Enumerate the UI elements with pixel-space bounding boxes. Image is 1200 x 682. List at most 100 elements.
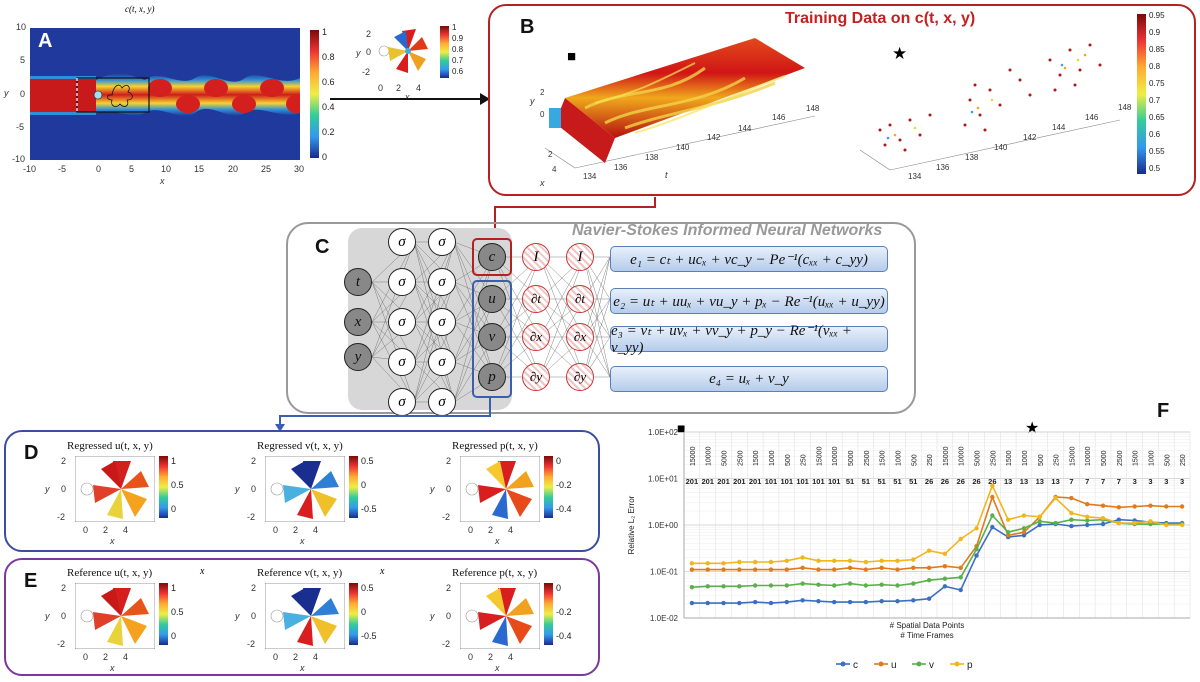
field-plot-title: Regressed u(t, x, y) bbox=[67, 440, 153, 452]
field-plot-ytick: -2 bbox=[442, 639, 451, 649]
data-point-p bbox=[1179, 522, 1185, 528]
f-square-marker-icon: ■ bbox=[677, 420, 686, 436]
wake-vortices bbox=[96, 73, 300, 116]
data-point-v bbox=[942, 576, 948, 581]
hidden-node: σ bbox=[428, 348, 456, 376]
b-cbar-tick: 0.5 bbox=[1149, 164, 1161, 173]
chart-spatial-label: 5000 bbox=[1101, 450, 1108, 466]
data-point-c bbox=[990, 524, 995, 530]
b-ttick: 146 bbox=[1085, 113, 1099, 122]
field-plot-ylabel: y bbox=[430, 484, 435, 494]
data-point-c bbox=[768, 600, 774, 606]
data-point-u bbox=[800, 565, 805, 571]
field-plot-ytick: 2 bbox=[251, 456, 257, 466]
field-plot-xtick: 0 bbox=[468, 652, 474, 662]
b-ttick: 136 bbox=[936, 163, 950, 172]
data-point-u bbox=[879, 565, 884, 571]
data-point-c bbox=[974, 553, 979, 558]
dy-op-node: ∂y bbox=[566, 363, 594, 391]
b-ttick: 136 bbox=[614, 163, 628, 172]
chart-spatial-label: 250 bbox=[1054, 454, 1061, 466]
field-petal bbox=[121, 598, 149, 616]
a-xlabel: x bbox=[160, 176, 165, 186]
data-point-u bbox=[1069, 495, 1074, 501]
chart-time-label: 201 bbox=[701, 477, 714, 486]
data-point-u bbox=[768, 567, 774, 572]
stray-x-label: x bbox=[380, 566, 385, 577]
chart-time-label: 101 bbox=[765, 477, 778, 486]
chart-ylabel: Relative L₂ Error bbox=[627, 495, 636, 554]
data-point-v bbox=[800, 581, 805, 586]
data-point-v bbox=[847, 581, 853, 586]
chart-spatial-label: 1000 bbox=[1022, 450, 1029, 466]
field-plot-xtick: 0 bbox=[468, 525, 474, 535]
chart-time-label: 3 bbox=[1164, 477, 1168, 486]
field-plot-ytick: 0 bbox=[251, 611, 257, 621]
b-tlabel: t bbox=[665, 170, 668, 180]
equation-e3: e₃ = vₜ + uvₓ + vv_y + p_y − Re⁻¹(vₓₓ + … bbox=[610, 323, 888, 356]
data-point-p bbox=[768, 559, 774, 565]
data-point-u bbox=[942, 564, 948, 569]
field-plot-cbar-tick: 0.5 bbox=[171, 607, 184, 617]
field-plot-xtick: 2 bbox=[293, 652, 299, 662]
field-petal bbox=[478, 612, 506, 630]
data-point-p bbox=[1116, 520, 1122, 526]
data-point-v bbox=[1069, 517, 1074, 522]
chart-time-label: 7 bbox=[1069, 477, 1073, 486]
field-plot-cbar-tick: 0 bbox=[556, 583, 562, 593]
inset-ytick: 2 bbox=[366, 29, 372, 39]
field-petal bbox=[101, 588, 121, 616]
output-c-box bbox=[472, 238, 512, 276]
a-cbar-tick: 0.8 bbox=[322, 52, 335, 62]
a-ytick: 5 bbox=[20, 55, 26, 65]
field-plot-xtick: 4 bbox=[508, 525, 514, 535]
field-plot-xlabel: x bbox=[495, 536, 500, 546]
data-point-v bbox=[784, 583, 789, 588]
field-plot-xtick: 4 bbox=[123, 652, 129, 662]
data-point-p bbox=[847, 558, 853, 563]
inset-ytick: -2 bbox=[362, 67, 371, 77]
input-node-t: t bbox=[344, 268, 372, 296]
field-plot-cbar-tick: -0.4 bbox=[556, 504, 572, 514]
data-point-u bbox=[832, 567, 837, 572]
field-plot-flower bbox=[265, 583, 345, 649]
chart-spatial-label: 10000 bbox=[832, 446, 839, 466]
chart-time-label: 7 bbox=[1085, 477, 1089, 486]
chart-time-label: 3 bbox=[1148, 477, 1152, 486]
inset-xtick: 4 bbox=[416, 83, 422, 93]
legend-marker-v bbox=[916, 661, 922, 667]
chart-spatial-label: 500 bbox=[1164, 454, 1171, 466]
chart-time-label: 101 bbox=[796, 477, 809, 486]
legend-label-c: c bbox=[853, 660, 858, 671]
data-point-c bbox=[942, 584, 948, 589]
field-plot-cbar-tick: 0.5 bbox=[361, 456, 374, 466]
chart-spatial-label: 1500 bbox=[753, 450, 760, 466]
field-plot-ytick: 0 bbox=[446, 611, 452, 621]
input-node-y: y bbox=[344, 343, 372, 371]
field-plot-flower bbox=[75, 583, 155, 649]
inset-ytick: 0 bbox=[366, 47, 372, 57]
dx-op-node: ∂x bbox=[522, 323, 550, 351]
data-point-c bbox=[737, 600, 742, 606]
chart-spatial-label: 1500 bbox=[880, 450, 887, 466]
field-plot-ytick: 0 bbox=[61, 484, 67, 494]
data-point-v bbox=[689, 584, 695, 590]
output-node-p: p bbox=[478, 363, 506, 391]
hidden-node: σ bbox=[428, 308, 456, 336]
data-point-v bbox=[1037, 519, 1042, 524]
b-ytick: 0 bbox=[540, 110, 545, 119]
data-point-v bbox=[1021, 526, 1027, 531]
data-point-p bbox=[1021, 513, 1027, 518]
dt-op-node: ∂t bbox=[522, 285, 550, 313]
chart-spatial-label: 5000 bbox=[848, 450, 855, 466]
field-plot-ytick: -2 bbox=[247, 639, 256, 649]
chart-spatial-label: 10000 bbox=[706, 446, 713, 466]
field-plot-cbar-tick: 0.5 bbox=[171, 480, 184, 490]
inset-xtick: 2 bbox=[396, 83, 402, 93]
inset-cbar-tick: 0.6 bbox=[452, 67, 464, 76]
b-ttick: 148 bbox=[806, 104, 820, 113]
field-petal bbox=[311, 616, 337, 644]
field-petal bbox=[506, 471, 534, 489]
field-plot-xtick: 2 bbox=[103, 652, 109, 662]
panel-c-title: Navier-Stokes Informed Neural Networks bbox=[572, 222, 883, 239]
